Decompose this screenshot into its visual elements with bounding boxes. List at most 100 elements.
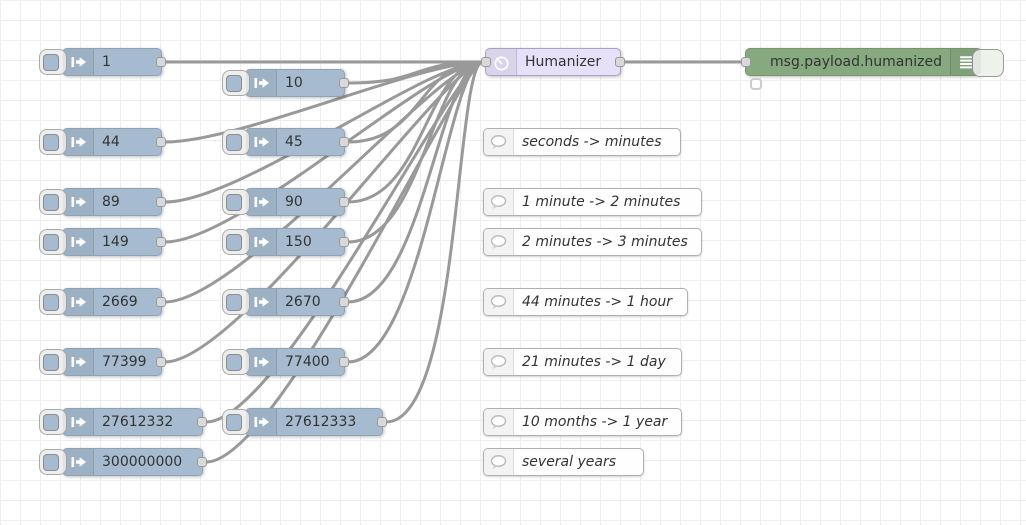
output-port[interactable] bbox=[197, 457, 207, 467]
wire-i44-to-humanizer[interactable] bbox=[163, 60, 485, 144]
inject-button[interactable] bbox=[39, 229, 67, 255]
wire-i2669-to-humanizer[interactable] bbox=[163, 60, 485, 304]
output-port[interactable] bbox=[339, 237, 349, 247]
inject-arrow-icon bbox=[246, 70, 277, 96]
output-port[interactable] bbox=[339, 137, 349, 147]
wire-i27612333-to-humanizer[interactable] bbox=[384, 60, 485, 424]
inject-arrow-icon bbox=[63, 229, 94, 255]
comment-node-10-months-1-year[interactable]: 10 months -> 1 year bbox=[483, 408, 682, 436]
comment-node-seconds-minutes[interactable]: seconds -> minutes bbox=[483, 128, 681, 156]
inject-arrow-icon bbox=[63, 449, 94, 475]
inject-node-2670[interactable]: 2670 bbox=[222, 288, 349, 316]
inject-button-inner bbox=[226, 233, 242, 251]
output-port[interactable] bbox=[339, 297, 349, 307]
node-label: 1 minute -> 2 minutes bbox=[522, 194, 681, 210]
inject-button[interactable] bbox=[222, 409, 250, 435]
speech-bubble-icon bbox=[484, 129, 514, 155]
inject-node-149[interactable]: 149 bbox=[39, 228, 166, 256]
wire-i27612332-to-humanizer[interactable] bbox=[204, 60, 485, 424]
output-port[interactable] bbox=[339, 357, 349, 367]
inject-node-27612332[interactable]: 27612332 bbox=[39, 408, 207, 436]
inject-button[interactable] bbox=[39, 289, 67, 315]
inject-button[interactable] bbox=[39, 449, 67, 475]
wire-i2670-to-humanizer[interactable] bbox=[346, 60, 485, 304]
node-label: 10 months -> 1 year bbox=[522, 414, 668, 430]
inject-arrow-icon bbox=[63, 289, 94, 315]
inject-button-inner bbox=[226, 413, 242, 431]
inject-button[interactable] bbox=[39, 349, 67, 375]
node-label: 2 minutes -> 3 minutes bbox=[522, 234, 688, 250]
inject-button[interactable] bbox=[222, 289, 250, 315]
node-label: 2670 bbox=[285, 294, 321, 310]
inject-button-inner bbox=[43, 233, 59, 251]
speech-bubble-icon bbox=[484, 449, 514, 475]
unconnected-port bbox=[750, 78, 762, 90]
debug-node-msg-payload-humanized[interactable]: msg.payload.humanized bbox=[741, 48, 1004, 77]
inject-arrow-icon bbox=[63, 49, 94, 75]
inject-node-300000000[interactable]: 300000000 bbox=[39, 448, 207, 476]
node-label: seconds -> minutes bbox=[522, 134, 662, 150]
output-port[interactable] bbox=[156, 197, 166, 207]
inject-button[interactable] bbox=[222, 349, 250, 375]
node-label: 44 bbox=[102, 134, 120, 150]
node-label: several years bbox=[522, 454, 617, 470]
inject-button[interactable] bbox=[222, 129, 250, 155]
comment-node-2-minutes-3-minutes[interactable]: 2 minutes -> 3 minutes bbox=[483, 228, 702, 256]
node-label: 45 bbox=[285, 134, 303, 150]
inject-button-inner bbox=[226, 293, 242, 311]
inject-arrow-icon bbox=[246, 229, 277, 255]
inject-node-150[interactable]: 150 bbox=[222, 228, 349, 256]
output-port[interactable] bbox=[339, 78, 349, 88]
inject-node-90[interactable]: 90 bbox=[222, 188, 349, 216]
node-label: 90 bbox=[285, 194, 303, 210]
node-label: msg.payload.humanized bbox=[770, 54, 942, 70]
output-port[interactable] bbox=[156, 357, 166, 367]
comment-node-several-years[interactable]: several years bbox=[483, 448, 644, 476]
output-port[interactable] bbox=[156, 137, 166, 147]
node-label: 89 bbox=[102, 194, 120, 210]
output-port[interactable] bbox=[197, 417, 207, 427]
node-label: 1 bbox=[102, 54, 111, 70]
inject-button-inner bbox=[43, 293, 59, 311]
inject-node-77400[interactable]: 77400 bbox=[222, 348, 349, 376]
output-port[interactable] bbox=[156, 237, 166, 247]
output-port[interactable] bbox=[377, 417, 387, 427]
wire-i300000000-to-humanizer[interactable] bbox=[204, 60, 485, 464]
inject-button-inner bbox=[226, 133, 242, 151]
inject-button[interactable] bbox=[39, 409, 67, 435]
inject-node-1[interactable]: 1 bbox=[39, 48, 166, 76]
comment-node-21-minutes-1-day[interactable]: 21 minutes -> 1 day bbox=[483, 348, 682, 376]
inject-button[interactable] bbox=[222, 70, 250, 96]
output-port[interactable] bbox=[615, 57, 625, 67]
inject-button-inner bbox=[43, 353, 59, 371]
comment-node-1-minute-2-minutes[interactable]: 1 minute -> 2 minutes bbox=[483, 188, 702, 216]
input-port[interactable] bbox=[481, 57, 491, 67]
comment-node-44-minutes-1-hour[interactable]: 44 minutes -> 1 hour bbox=[483, 288, 688, 316]
inject-node-77399[interactable]: 77399 bbox=[39, 348, 166, 376]
output-port[interactable] bbox=[339, 197, 349, 207]
inject-button[interactable] bbox=[39, 49, 67, 75]
inject-node-2669[interactable]: 2669 bbox=[39, 288, 166, 316]
input-port[interactable] bbox=[741, 57, 751, 67]
inject-node-10[interactable]: 10 bbox=[222, 69, 349, 97]
inject-arrow-icon bbox=[246, 349, 277, 375]
inject-arrow-icon bbox=[246, 189, 277, 215]
inject-button[interactable] bbox=[39, 189, 67, 215]
inject-button[interactable] bbox=[222, 229, 250, 255]
node-label: 27612333 bbox=[285, 414, 357, 430]
output-port[interactable] bbox=[156, 57, 166, 67]
function-node-humanizer[interactable]: Humanizer bbox=[481, 48, 625, 76]
node-label: 10 bbox=[285, 75, 303, 91]
inject-node-44[interactable]: 44 bbox=[39, 128, 166, 156]
output-port[interactable] bbox=[156, 297, 166, 307]
inject-node-27612333[interactable]: 27612333 bbox=[222, 408, 387, 436]
inject-button[interactable] bbox=[39, 129, 67, 155]
inject-node-45[interactable]: 45 bbox=[222, 128, 349, 156]
speech-bubble-icon bbox=[484, 409, 514, 435]
node-label: 150 bbox=[285, 234, 312, 250]
inject-node-89[interactable]: 89 bbox=[39, 188, 166, 216]
inject-button[interactable] bbox=[222, 189, 250, 215]
speech-bubble-icon bbox=[484, 349, 514, 375]
